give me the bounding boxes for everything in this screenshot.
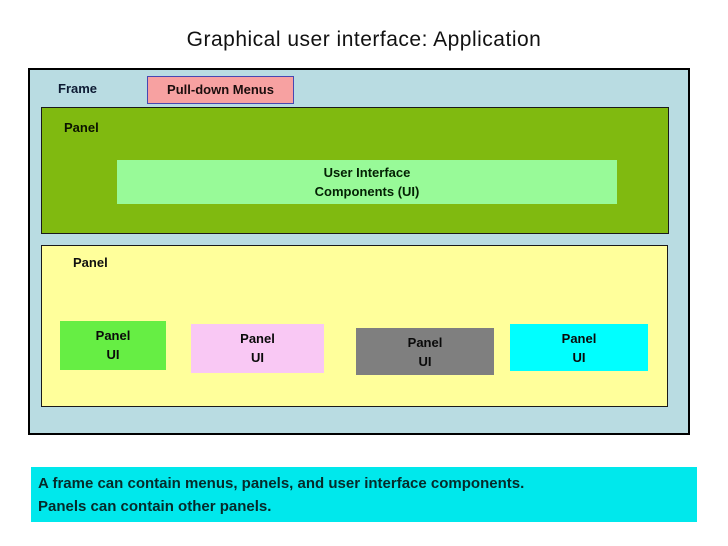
note-line2: Panels can contain other panels.	[38, 498, 272, 515]
pulldown-menus-box: Pull-down Menus	[147, 76, 294, 104]
panel-ui-line1: Panel	[407, 335, 443, 350]
frame-label: Frame	[58, 81, 98, 96]
note-box: A frame can contain menus, panels, and u…	[31, 467, 697, 522]
ui-components-line1: User Interface	[323, 165, 411, 180]
top-panel: Panel User Interface Components (UI)	[41, 107, 669, 234]
panel-ui-line2: UI	[572, 350, 586, 365]
panel-ui-line2: UI	[418, 354, 432, 369]
bottom-panel-label: Panel	[73, 255, 108, 270]
top-panel-label: Panel	[64, 120, 99, 135]
ui-components-line2: Components (UI)	[314, 184, 420, 199]
page-title: Graphical user interface: Application	[186, 28, 542, 51]
panel-ui-line1: Panel	[95, 328, 131, 343]
panel-ui-box-cyan: Panel UI	[510, 324, 648, 371]
panel-ui-line2: UI	[106, 347, 120, 362]
panel-ui-box-green: Panel UI	[60, 321, 166, 370]
panel-ui-box-gray: Panel UI	[356, 328, 494, 375]
note-line1: A frame can contain menus, panels, and u…	[38, 475, 525, 492]
panel-ui-box-pink: Panel UI	[191, 324, 324, 373]
panel-ui-line1: Panel	[561, 331, 597, 346]
bottom-panel: Panel Panel UI Panel UI Panel UI Panel U…	[41, 245, 668, 407]
panel-ui-line1: Panel	[240, 331, 275, 346]
ui-components-box: User Interface Components (UI)	[117, 160, 617, 204]
panel-ui-line2: UI	[251, 350, 264, 365]
frame-container: Frame Pull-down Menus Panel User Interfa…	[28, 68, 690, 435]
